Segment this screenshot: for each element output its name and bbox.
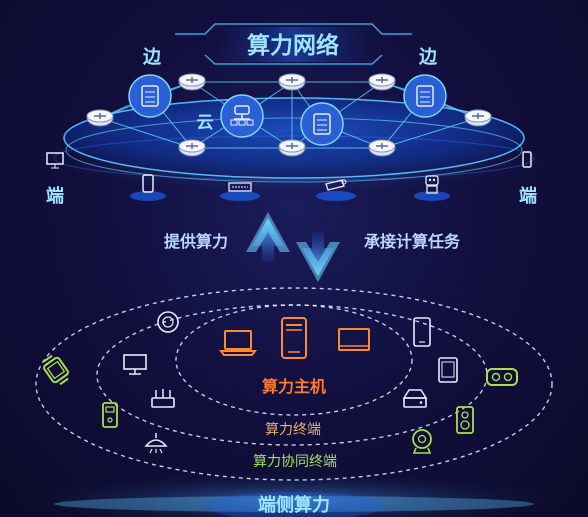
robot-icon [425,175,439,194]
keyboard-icon [228,182,252,192]
desktop-monitor-icon [123,354,147,375]
tablet-icon [413,317,431,347]
footer-label: 端侧算力 [258,494,330,516]
hard-drive-icon [402,389,428,408]
collab-devices [43,354,518,454]
upload-arrow [246,212,290,262]
tower-pc-icon [281,317,307,359]
host-label: 算力主机 [262,377,326,396]
network-title: 算力网络 [247,32,339,59]
router-icon [178,139,206,157]
terminal-label: 算力终端 [265,422,321,438]
download-arrow [296,232,340,282]
cloud-server-icon [220,94,264,138]
ring-outer [35,287,553,481]
monitor-icon [46,152,64,169]
webcam-icon [412,429,432,454]
ceiling-lamp-icon [144,433,168,454]
title-banner: 算力网络 [175,23,412,65]
router-icon [368,139,396,157]
end-label-right: 端 [519,186,537,207]
router-icon [464,109,492,127]
cloud-label: 云 [197,113,214,133]
edge-label-right: 边 [418,47,438,68]
footer-banner: 端侧算力 [204,492,384,517]
smart-lock-icon [102,402,118,428]
edge-server-icon [128,74,172,118]
end-label-left: 端 [46,186,64,207]
top-device-row [46,151,532,201]
edge-server-icon [403,74,447,118]
tablet-landscape-icon [438,357,458,383]
edge-label-left: 边 [142,47,162,68]
router-icon [278,73,306,91]
smartphone-icon [522,151,532,168]
display-icon [338,328,370,351]
floor-light-line [54,496,534,512]
terminal-devices [123,311,458,408]
cloud-server-icon [300,102,344,146]
provide-compute-label: 提供算力 [164,232,228,251]
smart-watch-icon [43,354,69,386]
collab-terminal-label: 算力协同终端 [253,454,337,470]
phone-icon [142,174,154,193]
accept-tasks-label: 承接计算任务 [364,232,461,251]
cloud-edge-platform [44,97,544,192]
router-icon [86,109,114,127]
router-icon [368,73,396,91]
router-icon [278,139,306,157]
ring-inner [175,304,413,416]
speaker-icon [456,406,474,434]
floor-glow [4,470,584,517]
server-spheres [128,74,447,146]
vr-headset-icon [486,368,518,386]
router-icon [178,73,206,91]
router-icon [151,389,175,408]
smart-speaker-icon [157,311,179,333]
router-nodes [86,73,492,157]
camera-icon [325,179,347,191]
host-devices [219,317,370,359]
laptop-icon [219,330,257,356]
